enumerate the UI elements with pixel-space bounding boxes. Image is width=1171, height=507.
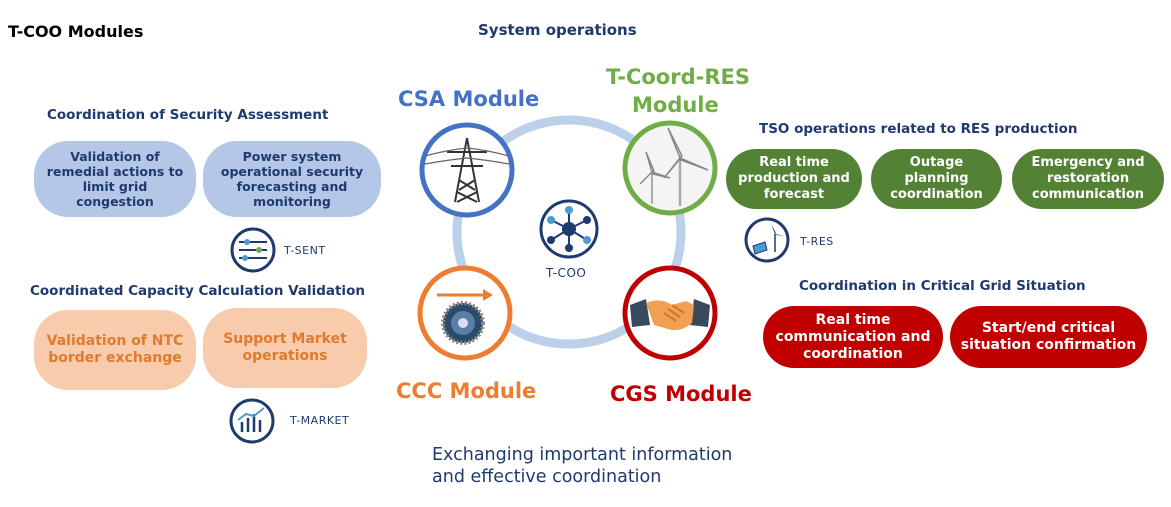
system-operations-heading: System operations <box>478 21 637 39</box>
t-market-label: T-MARKET <box>290 414 350 427</box>
t-res-label: T-RES <box>800 235 834 248</box>
footer-line-2: and effective coordination <box>432 467 662 487</box>
t-coo-label: T-COO <box>546 266 587 280</box>
critical-pill-2: Start/end critical situation confirmatio… <box>950 306 1147 368</box>
ccc-module-label: CCC Module <box>396 379 537 403</box>
page-title: T-COO Modules <box>8 22 144 41</box>
t-sent-label: T-SENT <box>284 244 326 257</box>
critical-pill-1: Real time communication and coordination <box>763 306 943 368</box>
res-pill-1: Real time production and forecast <box>726 149 862 209</box>
t-sent-icon <box>230 227 276 273</box>
security-pill-2: Power system operational security foreca… <box>203 141 381 217</box>
capacity-pill-2: Support Market operations <box>203 308 367 388</box>
power-tower-icon <box>419 122 515 218</box>
res-pill-2: Outage planning coordination <box>871 149 1002 209</box>
t-coo-network-icon <box>539 199 599 259</box>
capacity-pill-1: Validation of NTC border exchange <box>34 310 196 390</box>
csa-module-label: CSA Module <box>398 87 540 111</box>
cgs-module-label: CGS Module <box>610 382 752 406</box>
t-market-icon <box>229 398 275 444</box>
security-pill-1: Validation of remedial actions to limit … <box>34 141 196 217</box>
security-assessment-heading: Coordination of Security Assessment <box>47 107 329 123</box>
res-operations-heading: TSO operations related to RES production <box>759 121 1078 137</box>
t-coord-res-module-label-line1: T-Coord-RES <box>606 65 750 89</box>
footer-text: Exchanging important information and eff… <box>432 444 732 488</box>
res-pill-3: Emergency and restoration communication <box>1012 149 1164 209</box>
handshake-icon <box>622 265 718 361</box>
critical-situation-heading: Coordination in Critical Grid Situation <box>799 278 1086 294</box>
turbine-generator-icon <box>417 265 513 361</box>
wind-turbine-icon <box>622 120 718 216</box>
t-res-icon <box>744 217 790 263</box>
capacity-calculation-heading: Coordinated Capacity Calculation Validat… <box>30 283 365 299</box>
t-coord-res-module-label-line2: Module <box>632 93 719 117</box>
footer-line-1: Exchanging important information <box>432 445 733 465</box>
